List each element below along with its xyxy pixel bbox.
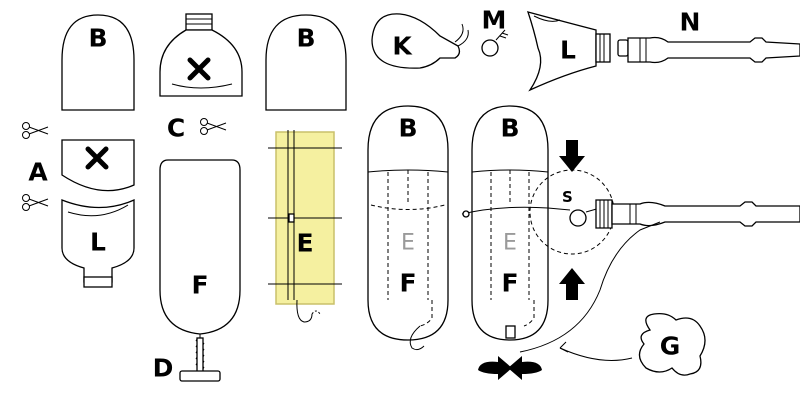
label-n: N <box>680 8 701 37</box>
label-m: M <box>482 6 507 35</box>
blob-g: G <box>638 312 706 376</box>
screw-stick-d <box>179 334 221 382</box>
arrow-g-to-bottle <box>559 341 633 361</box>
scissors-icon <box>22 122 49 139</box>
label-a: A <box>28 158 48 187</box>
arrow-down-icon <box>559 140 585 172</box>
label-b-2: B <box>296 24 315 53</box>
bottle-top-dome-b-2: B <box>265 14 347 111</box>
bottle-bottom-neck-l: L <box>61 199 135 288</box>
label-e-3: E <box>503 231 517 256</box>
label-e-2: E <box>401 231 415 256</box>
pump-hose-n: N <box>617 8 800 64</box>
label-e-1: E <box>296 229 313 258</box>
yellow-panel-e: E <box>268 130 342 323</box>
label-f-1: F <box>191 271 208 300</box>
hook-m: M <box>481 6 509 57</box>
scissors-icon <box>200 118 227 135</box>
pump-hose-attached <box>595 199 800 229</box>
rotate-arrows-icon <box>478 356 542 380</box>
label-c: C <box>167 114 185 143</box>
label-s: S <box>562 188 573 206</box>
label-l-2: L <box>560 36 576 65</box>
hook-detail: S <box>562 188 601 227</box>
bottle-body-f: F <box>159 159 241 335</box>
wire-end <box>462 210 470 218</box>
bottle-neck-part-c <box>159 13 243 97</box>
balloon-k: K <box>371 13 469 69</box>
label-g: G <box>660 332 681 361</box>
bottle-top-dome-b: B <box>61 14 135 111</box>
label-l-1: L <box>90 228 106 257</box>
assembled-bottle-2: B E F <box>471 105 549 341</box>
label-f-3: F <box>501 269 518 298</box>
bottle-neck-piece-l: L <box>527 11 611 92</box>
label-k: K <box>392 32 413 61</box>
cross-icon <box>85 146 109 170</box>
scissors-icon <box>22 194 49 211</box>
tube <box>519 221 661 353</box>
assembled-bottle-1: B E F <box>367 105 449 351</box>
bottle-middle-ring-discard <box>61 139 135 192</box>
label-d: D <box>153 354 174 383</box>
label-b-3: B <box>398 114 417 143</box>
label-b-4: B <box>500 114 519 143</box>
arrow-up-icon <box>559 268 585 300</box>
label-b-1: B <box>88 24 107 53</box>
cross-icon <box>187 57 211 81</box>
wire <box>461 206 571 215</box>
label-f-2: F <box>399 269 416 298</box>
